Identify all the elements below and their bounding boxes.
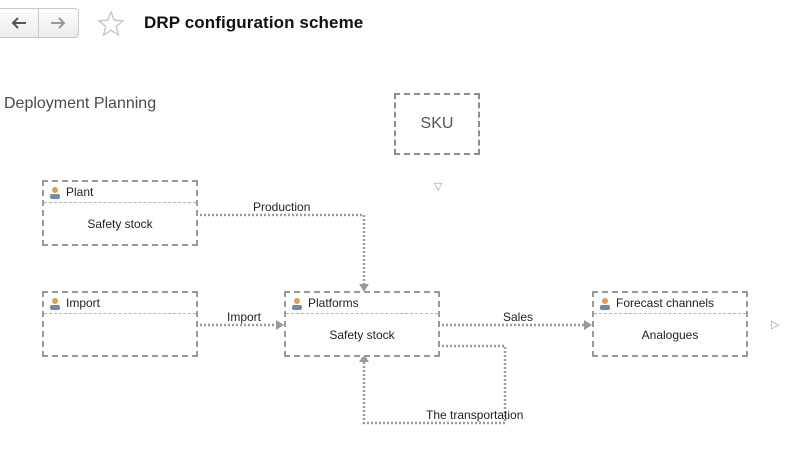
section-title: Deployment Planning xyxy=(4,95,157,112)
import-arrowhead xyxy=(276,320,284,330)
node-import-name: Import xyxy=(66,296,101,310)
arrow-right-icon xyxy=(51,17,66,29)
transportation-arrowhead xyxy=(359,354,369,362)
node-platforms-name: Platforms xyxy=(308,296,359,310)
node-forecast-channels-body: Analogues xyxy=(641,328,699,342)
production-link-label[interactable]: Production xyxy=(253,200,311,214)
favorite-button[interactable] xyxy=(97,10,125,38)
node-platforms[interactable]: Platforms Safety stock xyxy=(284,291,440,357)
node-platforms-body: Safety stock xyxy=(329,328,395,342)
page-title: DRP configuration scheme xyxy=(144,13,364,32)
user-icon xyxy=(600,297,610,310)
diagram-links xyxy=(196,213,592,425)
node-plant-header: Plant xyxy=(44,182,196,203)
sku-box[interactable]: SKU xyxy=(394,93,480,155)
import-link-label[interactable]: Import xyxy=(227,310,262,324)
forward-button[interactable] xyxy=(38,9,77,37)
node-forecast-channels[interactable]: Forecast channels Analogues xyxy=(592,291,748,357)
transportation-link xyxy=(362,344,507,425)
node-platforms-header: Platforms xyxy=(286,293,438,314)
transportation-link-label[interactable]: The transportation xyxy=(426,408,524,422)
diagram-canvas: Deployment Planning SKU ▽ ▷ Plant Safety… xyxy=(0,48,801,466)
node-import[interactable]: Import xyxy=(42,291,198,357)
node-import-header: Import xyxy=(44,293,196,314)
collapse-triangle-icon[interactable]: ▽ xyxy=(434,181,443,193)
production-link xyxy=(196,213,366,284)
star-outline-icon xyxy=(97,10,125,37)
node-plant[interactable]: Plant Safety stock xyxy=(42,180,198,246)
node-forecast-channels-header: Forecast channels xyxy=(594,293,746,314)
sales-link-label[interactable]: Sales xyxy=(503,310,534,324)
back-button[interactable] xyxy=(0,9,38,37)
user-icon xyxy=(50,186,60,199)
expand-triangle-icon[interactable]: ▷ xyxy=(771,319,780,331)
arrow-left-icon xyxy=(11,17,26,29)
toolbar: DRP configuration scheme xyxy=(0,0,801,48)
node-forecast-channels-name: Forecast channels xyxy=(616,296,715,310)
user-icon xyxy=(50,297,60,310)
sales-arrowhead xyxy=(584,320,592,330)
node-import-body xyxy=(44,315,196,355)
user-icon xyxy=(292,297,302,310)
production-arrowhead xyxy=(359,284,369,292)
node-plant-name: Plant xyxy=(66,185,94,199)
navigation-buttons xyxy=(0,8,79,38)
node-plant-body: Safety stock xyxy=(87,217,153,231)
